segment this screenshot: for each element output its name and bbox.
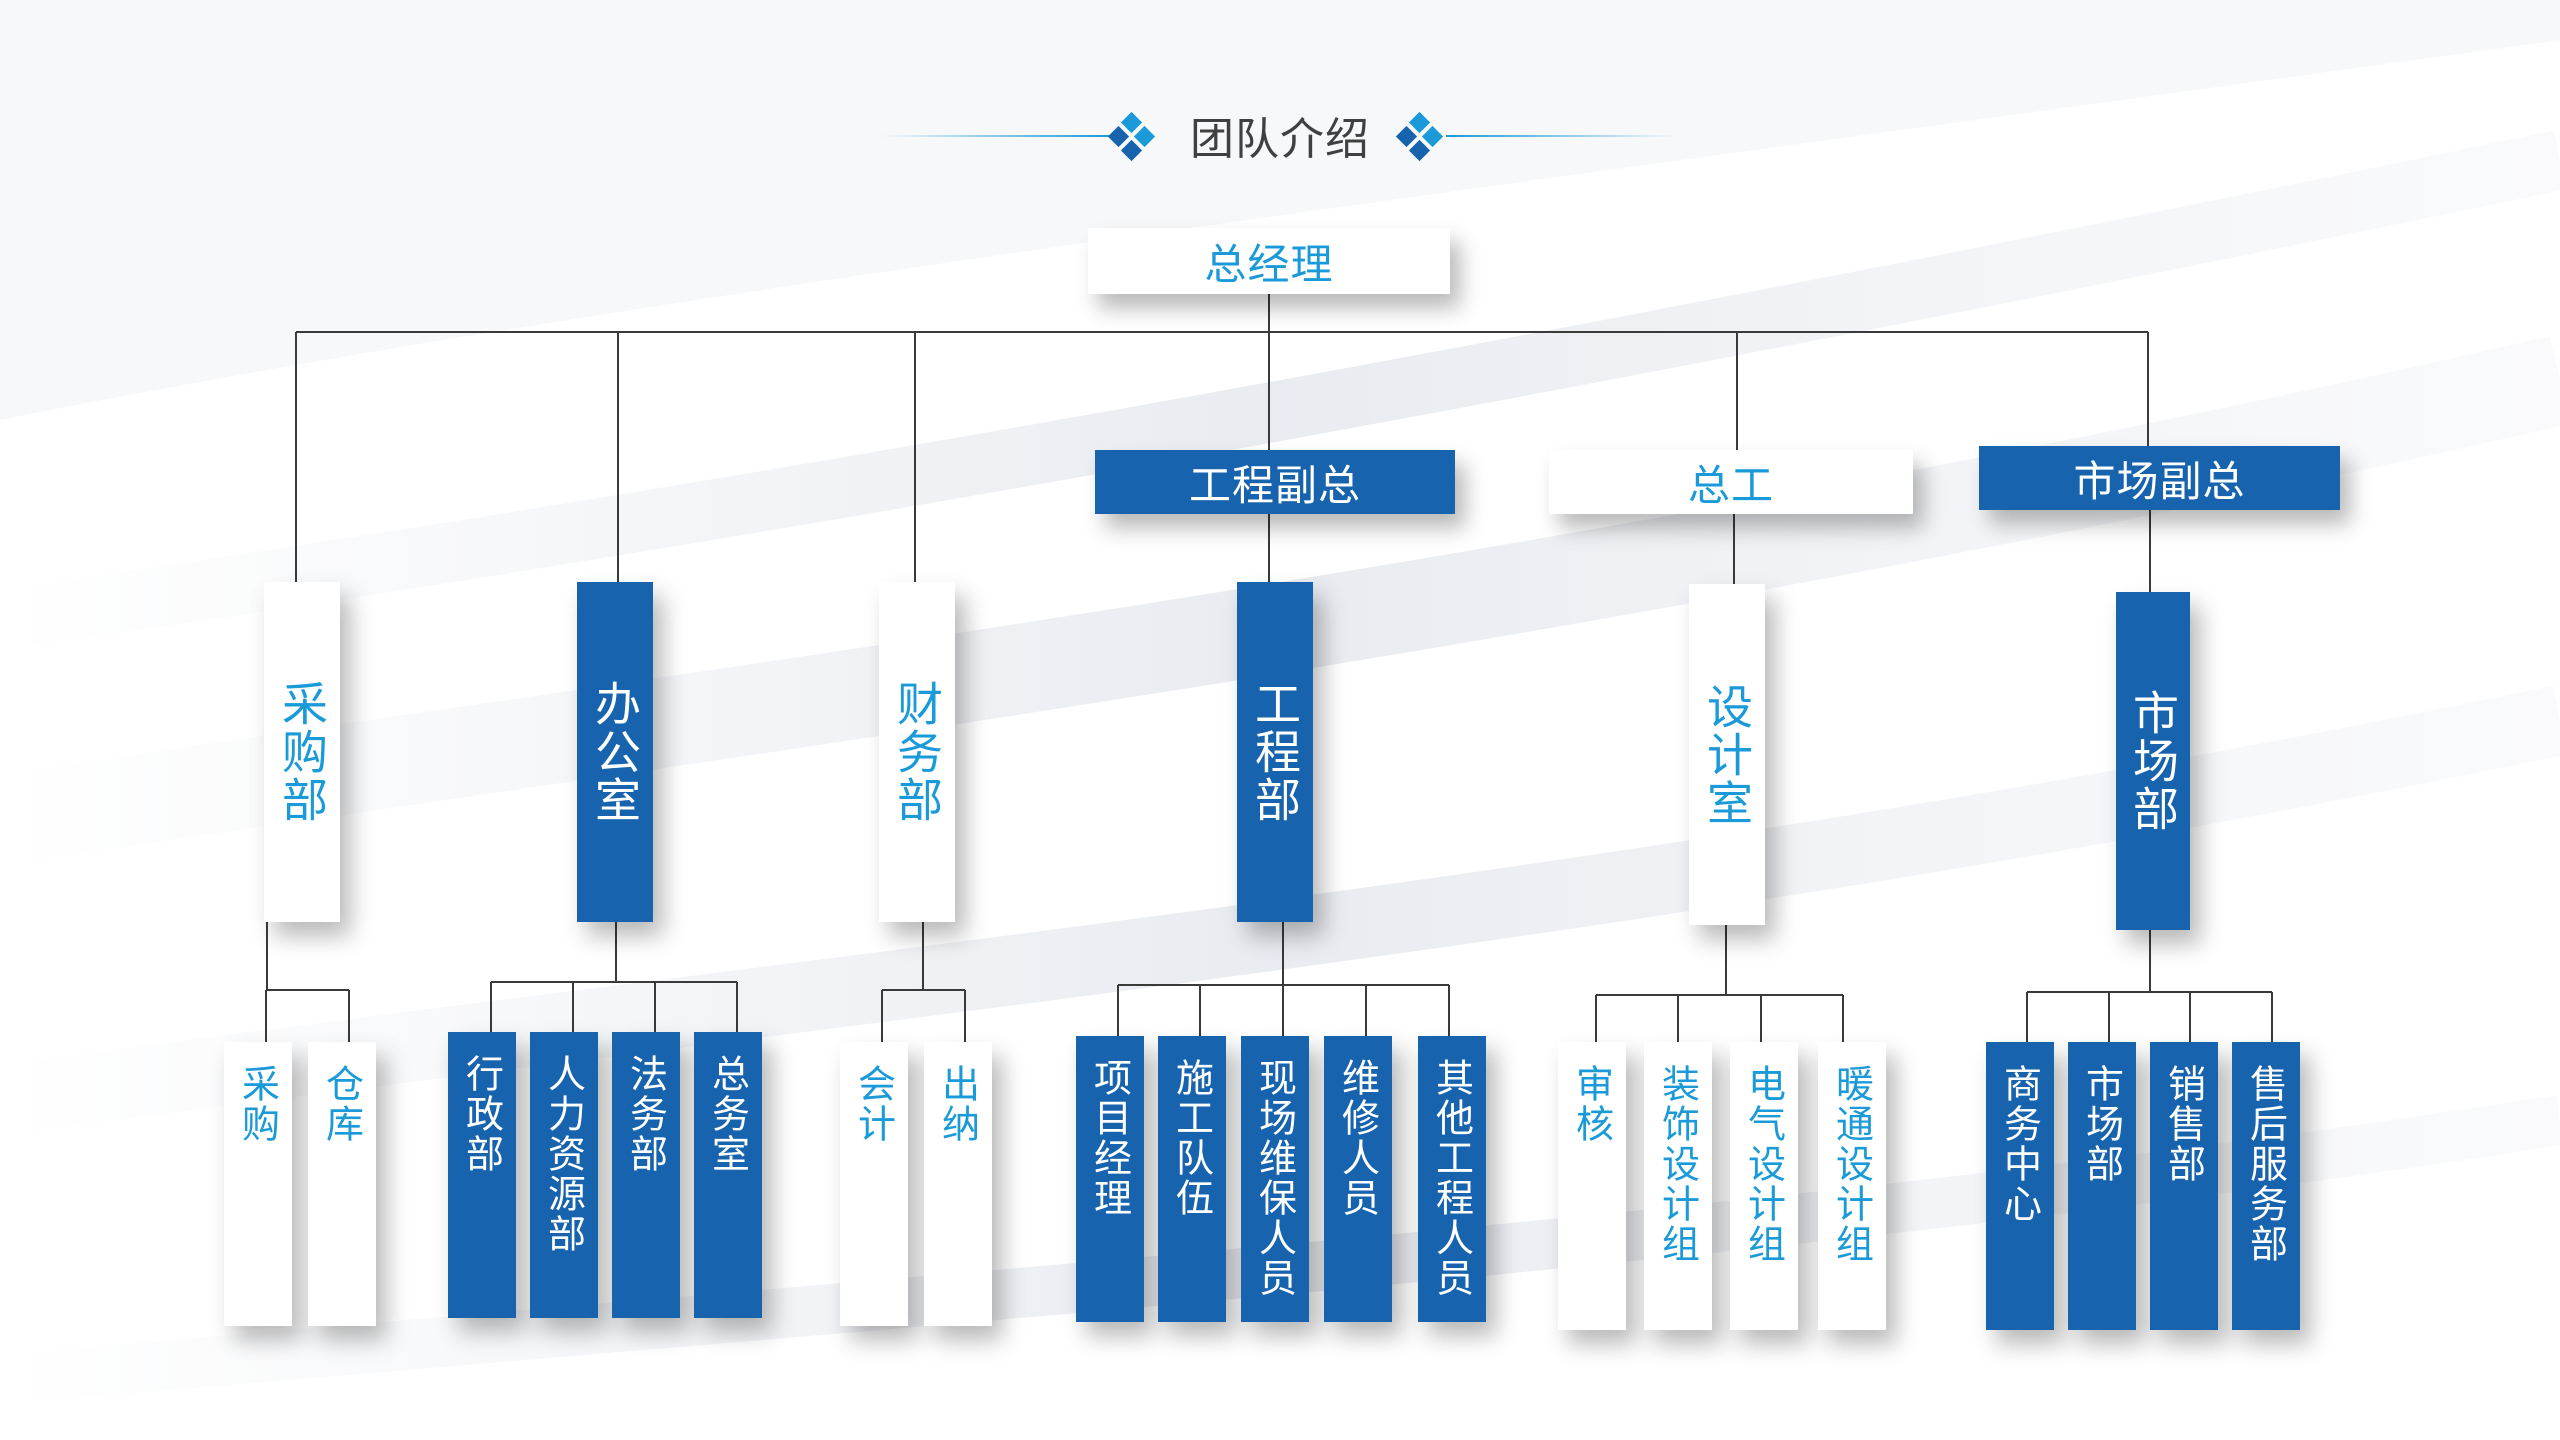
node-leaf-warehouse: 仓库 [308, 1042, 376, 1326]
node-dept-office: 办公室 [577, 582, 653, 922]
node-label: 商务中心 [1997, 1064, 2042, 1224]
node-leaf-after-sales: 售后服务部 [2232, 1042, 2300, 1330]
title-line-right [1446, 135, 1676, 137]
node-label: 出纳 [935, 1064, 980, 1144]
node-label: 市场部 [2126, 689, 2180, 833]
node-label: 行政部 [459, 1054, 504, 1174]
node-label: 暖通设计组 [1829, 1064, 1874, 1264]
node-label: 市场副总 [2073, 456, 2246, 506]
node-leaf-review: 审核 [1558, 1042, 1626, 1330]
node-label: 施工队伍 [1169, 1058, 1214, 1218]
node-leaf-accounting: 会计 [840, 1042, 908, 1326]
node-general-manager: 总经理 [1088, 228, 1450, 294]
node-marketing-vp: 市场副总 [1979, 446, 2340, 510]
node-leaf-market-dept: 市场部 [2068, 1042, 2136, 1330]
node-label: 法务部 [623, 1054, 668, 1174]
node-label: 人力资源部 [541, 1054, 586, 1254]
node-label: 维修人员 [1335, 1058, 1380, 1218]
node-leaf-hvac-design: 暖通设计组 [1818, 1042, 1886, 1330]
node-label: 电气设计组 [1741, 1064, 1786, 1264]
node-label: 审核 [1569, 1064, 1614, 1144]
node-label: 总务室 [705, 1054, 750, 1174]
node-label: 售后服务部 [2243, 1064, 2288, 1264]
node-leaf-project-manager: 项目经理 [1076, 1036, 1144, 1322]
node-leaf-repair-staff: 维修人员 [1324, 1036, 1392, 1322]
node-dept-design: 设计室 [1689, 584, 1765, 925]
node-leaf-construction-team: 施工队伍 [1158, 1036, 1226, 1322]
node-leaf-cashier: 出纳 [924, 1042, 992, 1326]
page-title: 团队介绍 [1190, 114, 1370, 165]
node-label: 销售部 [2161, 1064, 2206, 1184]
node-dept-finance: 财务部 [879, 582, 955, 922]
node-leaf-admin: 行政部 [448, 1032, 516, 1318]
node-leaf-legal: 法务部 [612, 1032, 680, 1318]
node-label: 仓库 [319, 1064, 364, 1144]
node-label: 装饰设计组 [1655, 1064, 1700, 1264]
node-chief-engineer: 总工 [1549, 450, 1913, 514]
node-leaf-business-center: 商务中心 [1986, 1042, 2054, 1330]
diamond-icon-left [1107, 111, 1156, 162]
node-leaf-electrical-design: 电气设计组 [1730, 1042, 1798, 1330]
node-dept-purchasing: 采购部 [264, 582, 340, 922]
diamond-icon-right [1395, 111, 1444, 162]
node-label: 总经理 [1204, 239, 1334, 289]
node-label: 现场维保人员 [1252, 1058, 1297, 1298]
node-label: 会计 [851, 1064, 896, 1144]
node-label: 总工 [1687, 460, 1774, 510]
node-label: 市场部 [2079, 1064, 2124, 1184]
node-leaf-decor-design: 装饰设计组 [1644, 1042, 1712, 1330]
node-label: 工程副总 [1188, 460, 1361, 510]
node-label: 工程部 [1248, 680, 1302, 824]
node-engineering-vp: 工程副总 [1095, 450, 1455, 514]
node-leaf-purchase: 采购 [224, 1042, 292, 1326]
title-line-left [880, 135, 1110, 137]
node-label: 其他工程人员 [1429, 1058, 1474, 1298]
node-dept-engineering: 工程部 [1237, 582, 1313, 922]
node-leaf-general-affairs: 总务室 [694, 1032, 762, 1318]
node-leaf-sales-dept: 销售部 [2150, 1042, 2218, 1330]
node-dept-marketing: 市场部 [2116, 592, 2190, 930]
node-label: 财务部 [890, 680, 944, 824]
node-label: 项目经理 [1087, 1058, 1132, 1218]
node-label: 办公室 [588, 680, 642, 824]
node-leaf-other-engineering: 其他工程人员 [1418, 1036, 1486, 1322]
node-leaf-hr: 人力资源部 [530, 1032, 598, 1318]
node-label: 采购 [235, 1064, 280, 1144]
node-label: 采购部 [275, 680, 329, 824]
node-label: 设计室 [1700, 682, 1754, 827]
node-leaf-onsite-maintenance: 现场维保人员 [1241, 1036, 1309, 1322]
